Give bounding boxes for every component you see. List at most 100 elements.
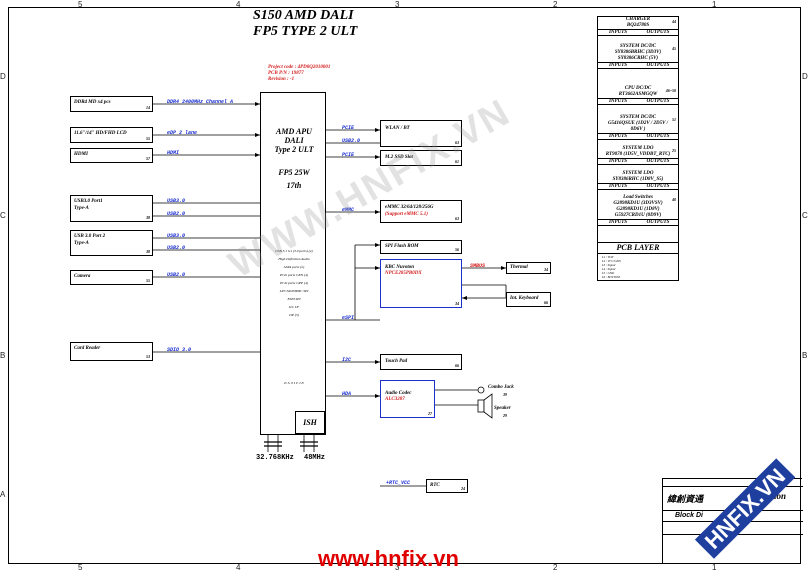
ruler-top-3: 3 <box>395 0 400 9</box>
outputs-label: OUTPUTS <box>646 99 670 104</box>
rtc-label: RTC <box>430 483 440 488</box>
outputs-label: OUTPUTS <box>646 220 670 225</box>
emmc-label: eMMC 32/64/128/256G <box>385 205 434 210</box>
power-part: RT3662ASMGQW <box>618 92 658 97</box>
inputs-label: INPUTS <box>608 220 628 225</box>
title-line-1: S150 AMD DALI <box>253 8 354 23</box>
crystal-32k-label: 32.768KHz <box>256 454 294 462</box>
inputs-label: INPUTS <box>608 159 628 164</box>
usb-port1-type: Type-A <box>74 206 89 211</box>
thermal-page: 34 <box>544 267 548 272</box>
company-brand: 緯創資通 <box>667 495 704 505</box>
spi-rom-block: SPI Flash ROM 56 <box>380 240 462 254</box>
block-diagram-label: Block Di <box>675 512 704 519</box>
ish-block: ISH <box>295 411 325 434</box>
ssd-bus: PCIE <box>342 152 355 158</box>
emmc-page: 63 <box>455 216 459 221</box>
usb-port2-bus2: USB2.0 <box>167 245 186 251</box>
kbc-part: NPCE285PB0DX <box>385 271 422 276</box>
usb-port1-label: USB3.0 Port1 <box>74 199 103 204</box>
ruler-top-4: 4 <box>236 0 241 9</box>
keyboard-block: Int. Keyboard 66 <box>506 292 551 307</box>
power-part: SY8386CRHC (5V) <box>617 56 659 61</box>
audio-codec-page: 27 <box>428 411 432 416</box>
hdmi-page: 57 <box>146 156 150 161</box>
kbc-label: KBC Nuvoton <box>385 265 415 270</box>
power-page: 51 <box>672 117 676 122</box>
power-io-row <box>598 226 678 242</box>
diagram-title: S150 AMD DALI FP5 TYPE 2 ULT <box>253 8 357 40</box>
pcb-layer-title: PCB LAYER <box>598 243 678 254</box>
power-io-header: INPUTS OUTPUTS <box>598 219 678 226</box>
hdmi-block: HDMI 57 <box>70 148 153 163</box>
usb-port2-page: 38 <box>146 249 150 254</box>
lcd-page: 55 <box>146 136 150 141</box>
outputs-label: OUTPUTS <box>646 184 670 189</box>
power-part: G2898KD1U (1D8V) <box>616 207 660 212</box>
ruler-bottom-4: 4 <box>236 563 241 572</box>
audio-codec-label: Audio Codec <box>385 391 412 396</box>
combo-jack-page: 39 <box>503 392 507 397</box>
card-reader-block: Card Reader 53 <box>70 342 153 361</box>
title-line-2: FP5 TYPE 2 ULT <box>253 24 358 39</box>
ish-label: ISH <box>303 418 317 427</box>
emmc-block: eMMC 32/64/128/256G (Support eMMC 5.1) 6… <box>380 200 462 223</box>
ruler-bottom-3: 3 <box>395 563 400 572</box>
power-io-row <box>598 36 678 44</box>
apu-codename: DALI <box>284 136 304 145</box>
title-block-row <box>663 479 803 487</box>
power-io-header: INPUTS OUTPUTS <box>598 158 678 165</box>
wlan-bus-pcie: PCIE <box>342 125 355 131</box>
apu-name: AMD APU <box>276 127 312 136</box>
keyboard-page: 66 <box>544 300 548 305</box>
usb-port1-block: USB3.0 Port1 Type-A 38 <box>70 195 153 222</box>
outputs-label: OUTPUTS <box>646 159 670 164</box>
power-title: CPU DC/DC <box>624 86 652 91</box>
apu-features: USB 3.1 G1 (3.0 ports) (4) High Definiti… <box>263 247 325 319</box>
ssd-page: 61 <box>455 159 459 164</box>
rtc-block: RTC 24 <box>426 479 468 493</box>
ruler-side-b: B <box>0 351 6 360</box>
usb-port2-bus3: USB3.0 <box>167 233 186 239</box>
spi-rom-page: 56 <box>455 247 459 252</box>
thermal-bus: SMBUS <box>470 263 486 269</box>
usb-port1-page: 38 <box>146 215 150 220</box>
lcd-label: 11.6"/14" HD/FHD LCD <box>74 131 127 136</box>
watermark-bottom: www.hnfix.vn <box>318 546 459 571</box>
card-reader-page: 53 <box>146 354 150 359</box>
apu-feature: ESPI SPI <box>287 297 301 301</box>
project-info: Project code : 4PD0Q2010001 PCB P/N : 19… <box>268 65 330 83</box>
power-title: Load Switches <box>623 195 653 200</box>
keyboard-label: Int. Keyboard <box>510 296 539 301</box>
pcb-layer-item: L5 : GND <box>602 271 615 275</box>
apu-feature: DP (3) <box>289 313 299 317</box>
usb-port2-type: Type-A <box>74 241 89 246</box>
apu-feature: LPC/SD/EMMC SPI <box>279 289 309 293</box>
power-page: 25 <box>672 148 676 153</box>
pcb-layer-item: L6 : BOTTOM <box>602 275 620 279</box>
power-part: SY8386RHC (1D8V_S5) <box>612 177 664 182</box>
power-system-dcdc-2: SYSTEM DC/DC G5416QSUE (1D2V / 2D5V / 0D… <box>598 115 678 146</box>
power-title: SYSTEM DC/DC <box>620 115 656 120</box>
camera-bus: USB2.0 <box>167 272 186 278</box>
apu-feature: High Definition Audio <box>278 257 310 261</box>
hdmi-label: HDMI <box>74 152 88 157</box>
inputs-label: INPUTS <box>608 134 628 139</box>
usb-port1-bus2: USB2.0 <box>167 211 186 217</box>
power-io-row <box>598 105 678 115</box>
apu-feature: PCIe ports GEN (4) <box>279 273 309 277</box>
ruler-top-2: 2 <box>553 0 558 9</box>
ruler-bottom-2: 2 <box>553 563 558 572</box>
inputs-label: INPUTS <box>608 184 628 189</box>
emmc-support: (Support eMMC 5.1) <box>385 212 428 217</box>
inputs-label: INPUTS <box>608 99 628 104</box>
kbc-page: 34 <box>455 301 459 306</box>
pcb-pn: PCB P/N : 19877 <box>268 71 304 76</box>
card-reader-bus: SDIO 3.0 <box>167 347 192 353</box>
kbc-bus: eSPI <box>342 315 355 321</box>
